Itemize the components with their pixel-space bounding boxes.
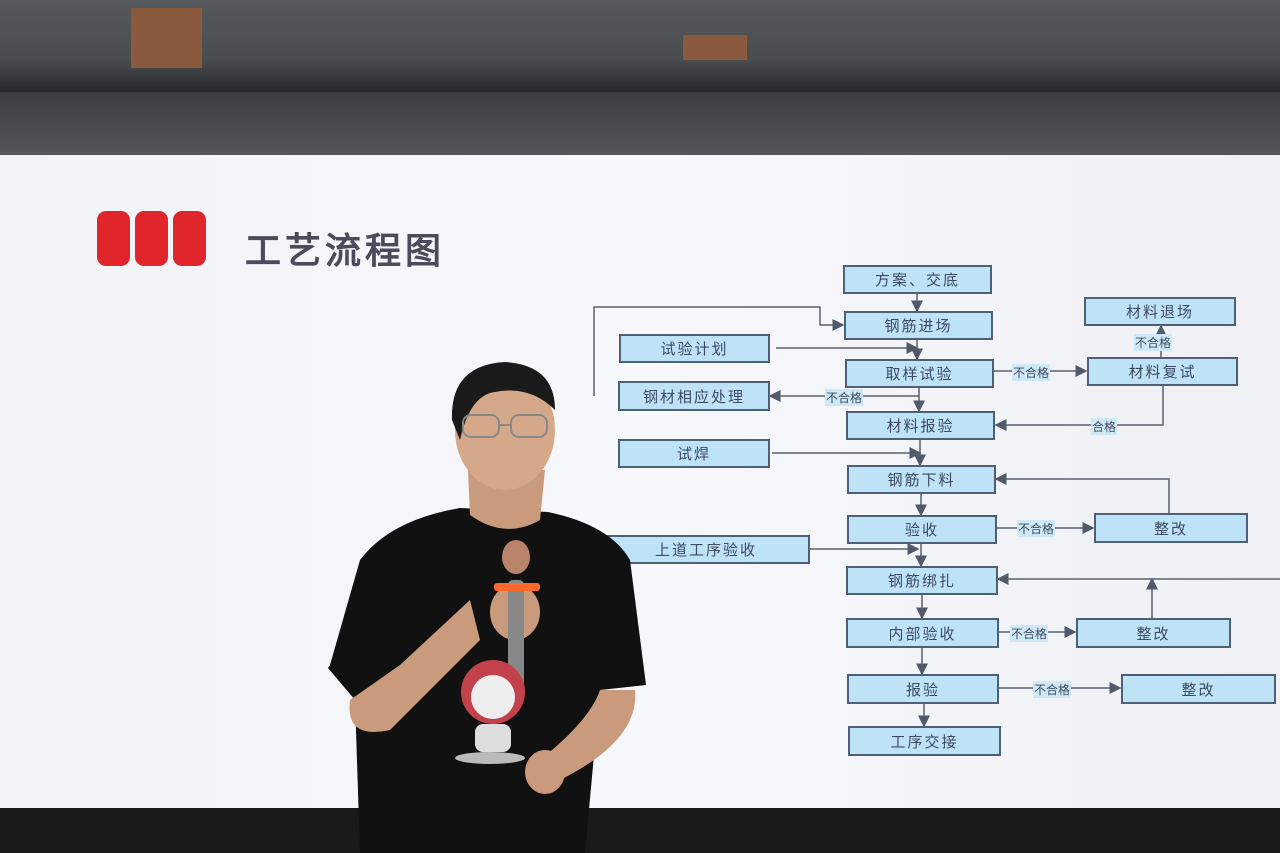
- label-fail: 不合格: [1033, 681, 1072, 698]
- flow-box-previous-process: 上道工序验收: [602, 535, 810, 564]
- flow-box-material-exit: 材料退场: [1084, 297, 1236, 326]
- label-pass: 合格: [1091, 418, 1118, 435]
- ceiling-panel: [683, 35, 747, 60]
- label-fail: 不合格: [1134, 334, 1173, 351]
- flow-box-trial-weld: 试焊: [618, 439, 770, 468]
- flow-box-rectify: 整改: [1094, 513, 1248, 543]
- label-fail: 不合格: [1010, 625, 1049, 642]
- flow-box-material-report: 材料报验: [846, 411, 995, 440]
- flow-box-rebar-binding: 钢筋绑扎: [846, 566, 998, 595]
- connector: [994, 385, 1164, 431]
- ceiling: [0, 0, 1280, 100]
- presenter-head: [455, 370, 555, 490]
- presenter-left-arm: [349, 600, 480, 732]
- logo-bar: [135, 211, 168, 266]
- flow-box-steel-treatment: 钢材相应处理: [618, 381, 770, 411]
- flow-box-rebar-cutting: 钢筋下料: [847, 465, 996, 494]
- flow-box-test-plan: 试验计划: [619, 334, 770, 363]
- flow-box-material-retest: 材料复试: [1087, 357, 1238, 386]
- ceiling-panel: [131, 8, 202, 68]
- flow-box-acceptance: 验收: [847, 515, 997, 544]
- ceiling-truss: [0, 92, 1280, 156]
- shirt-mascot-icon: [455, 660, 525, 764]
- flow-box-rectify: 整改: [1121, 674, 1276, 704]
- flow-box-internal-acceptance: 内部验收: [846, 618, 999, 648]
- glasses-icon: [462, 414, 548, 438]
- projection-screen: [0, 155, 1280, 810]
- label-fail: 不合格: [1012, 364, 1051, 381]
- slide-title: 工艺流程图: [245, 231, 446, 272]
- presenter-hair: [451, 362, 555, 440]
- logo-bar: [173, 211, 206, 266]
- label-fail: 不合格: [825, 389, 864, 406]
- label-fail: 不合格: [1017, 520, 1056, 537]
- presenter-hand: [525, 750, 565, 794]
- presenter-right-arm: [540, 690, 636, 780]
- stage-floor: [0, 808, 1280, 853]
- connector: [593, 306, 845, 396]
- flow-box-rebar-entry: 钢筋进场: [844, 311, 993, 340]
- flow-box-report-inspection: 报验: [847, 674, 999, 704]
- logo-bar: [97, 211, 130, 266]
- flow-box-plan-briefing: 方案、交底: [843, 265, 992, 294]
- flow-box-sampling-test: 取样试验: [845, 359, 994, 388]
- connector: [994, 473, 1170, 513]
- flow-box-handover: 工序交接: [848, 726, 1001, 756]
- flow-box-rectify: 整改: [1076, 618, 1231, 648]
